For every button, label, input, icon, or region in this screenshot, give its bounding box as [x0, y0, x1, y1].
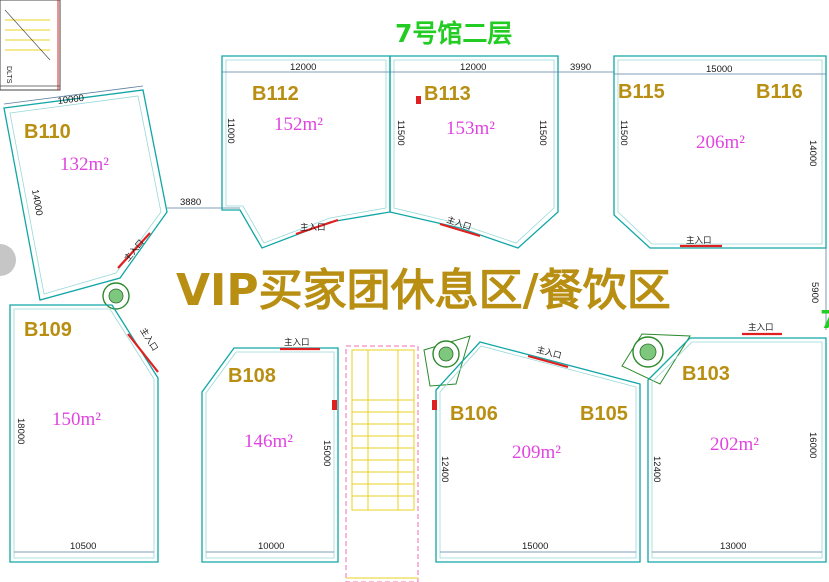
dim-b116-left: 11500: [618, 120, 629, 146]
dim-b110-top: 10000: [57, 93, 85, 107]
dim-b108-bottom: 10000: [258, 541, 284, 552]
vip-area-label: VIP买家团休息区/餐饮区: [176, 265, 671, 316]
unit-b113-code: B113: [424, 83, 471, 105]
unit-b106-b105[interactable]: [432, 341, 641, 563]
dim-b116-top: 15000: [706, 64, 732, 75]
stair-top-left: [0, 0, 61, 91]
tree-icon: [423, 335, 471, 387]
edge-code-label: DLTS: [5, 66, 12, 84]
dim-b108-side: 15000: [321, 440, 332, 466]
unit-b108-area: 146m²: [244, 431, 293, 452]
unit-b113-area: 153m²: [446, 118, 495, 139]
unit-b105-area: 209m²: [512, 442, 561, 463]
dim-b116-right: 14000: [807, 140, 818, 166]
tree-icon: [102, 282, 130, 310]
unit-b103[interactable]: [647, 332, 827, 563]
unit-b110-area: 132m²: [60, 154, 109, 175]
dim-b110-side: 14000: [29, 189, 44, 217]
dim-b112-top: 12000: [290, 62, 316, 73]
entrance-label-b110: 主入口: [122, 237, 147, 264]
unit-b116-code: B116: [756, 81, 803, 103]
entrance-label-b116: 主入口: [686, 235, 712, 246]
entrance-label-b108: 主入口: [284, 337, 310, 348]
tree-icon: [621, 333, 691, 385]
hall-title: 7号馆二层: [395, 19, 512, 48]
entrance-label-b103: 主入口: [748, 322, 774, 333]
unit-b112-code: B112: [252, 83, 299, 105]
dim-b113-left: 11500: [395, 120, 406, 146]
unit-b115-code: B115: [618, 81, 665, 103]
unit-b113[interactable]: [389, 55, 559, 249]
unit-b109-area: 150m²: [52, 409, 101, 430]
escalator: [345, 345, 419, 582]
dim-b112-side: 11000: [225, 118, 236, 144]
dim-b103-bottom: 13000: [720, 541, 746, 552]
dim-b109-side: 18000: [15, 418, 26, 444]
dim-gap-b113-b115: 3990: [570, 62, 591, 73]
unit-b115-b116[interactable]: [613, 55, 827, 249]
dim-b106-side: 12400: [439, 456, 450, 482]
entrance-label-b112: 主入口: [300, 222, 326, 233]
unit-b103-code: B103: [682, 363, 730, 385]
unit-b112[interactable]: [221, 55, 391, 249]
dim-b103-left: 12400: [651, 456, 662, 482]
unit-b109[interactable]: [9, 304, 159, 563]
dim-b113-right: 11500: [537, 120, 548, 146]
unit-b108[interactable]: [201, 347, 339, 563]
dim-b105-bottom: 15000: [522, 541, 548, 552]
unit-b109-code: B109: [24, 319, 72, 341]
unit-b116-area: 206m²: [696, 132, 745, 153]
unit-b105-code: B105: [580, 403, 628, 425]
unit-b108-code: B108: [228, 365, 276, 387]
unit-b112-area: 152m²: [274, 114, 323, 135]
dim-b109-bottom: 10500: [70, 541, 96, 552]
unit-b106-code: B106: [450, 403, 498, 425]
dim-gap-b110-b112: 3880: [180, 197, 201, 208]
edge-marker-circle: [0, 244, 16, 276]
unit-b103-area: 202m²: [710, 434, 759, 455]
unit-b110[interactable]: [3, 85, 168, 301]
dim-b103-right: 16000: [807, 432, 818, 458]
unit-b110-code: B110: [24, 121, 71, 143]
dim-b113-top: 12000: [460, 62, 486, 73]
dim-right-edge: 5900: [809, 282, 820, 303]
edge-mark: 7: [820, 305, 829, 334]
